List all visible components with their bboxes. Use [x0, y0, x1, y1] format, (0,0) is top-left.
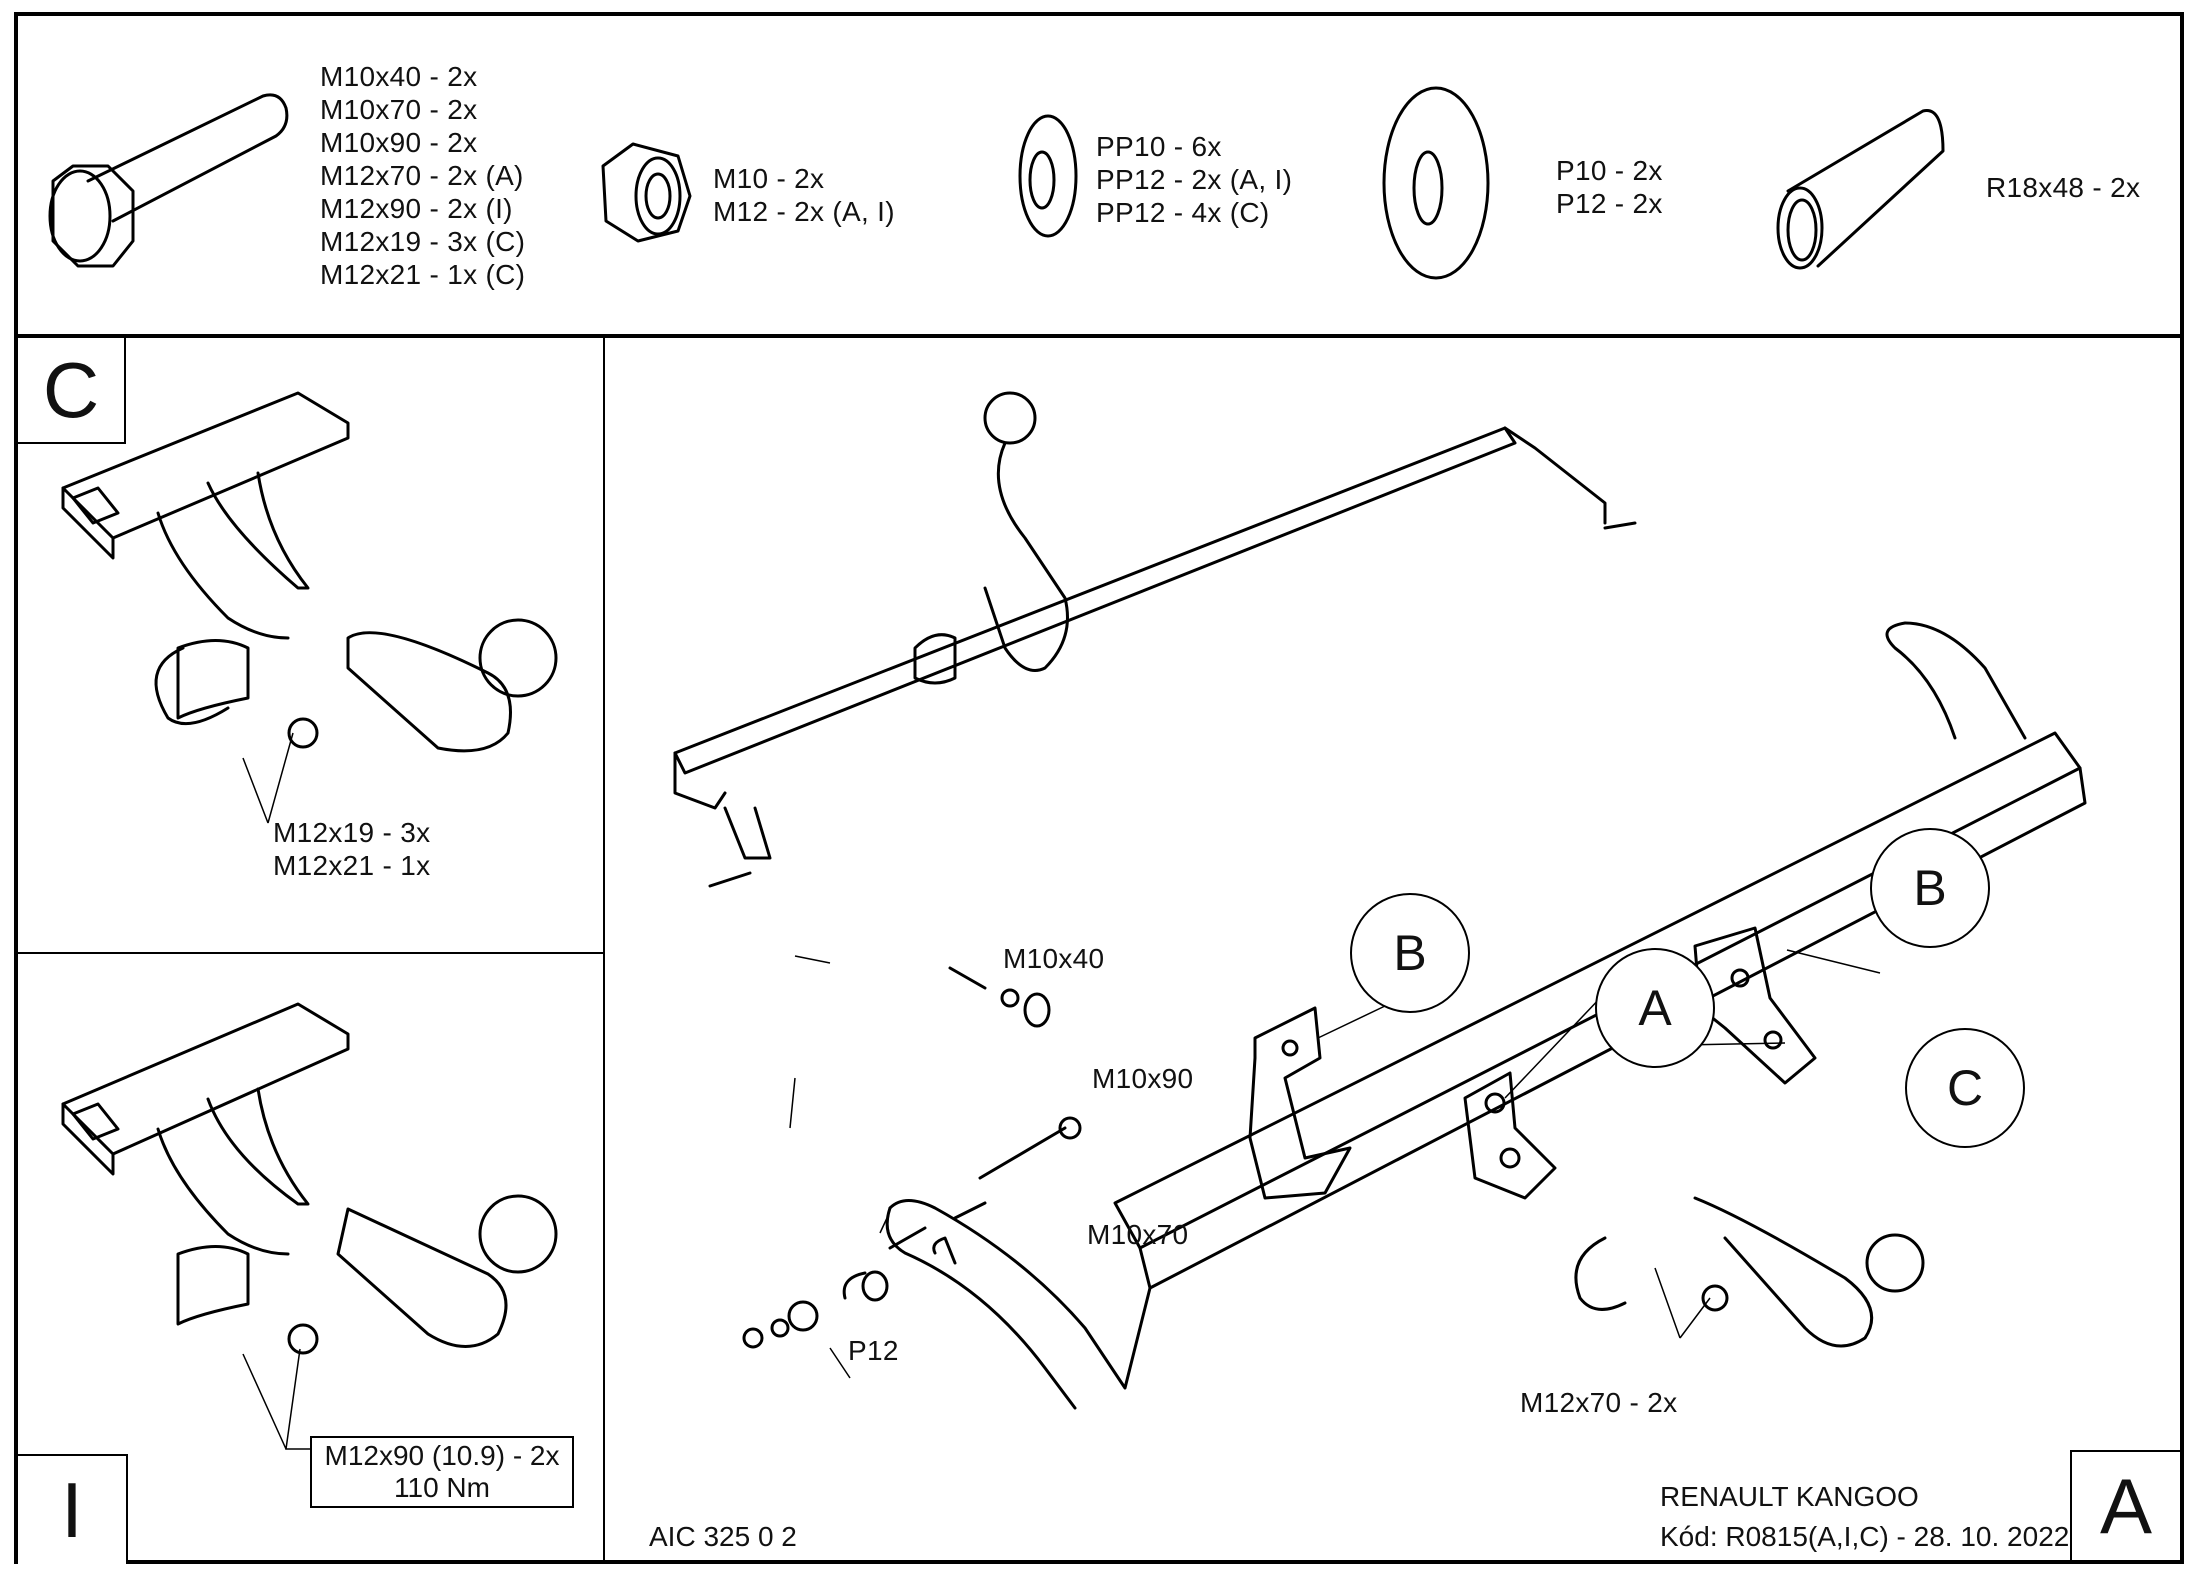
vehicle-name: RENAULT KANGOO — [1660, 1481, 1919, 1512]
washer-spec: PP10 - 6x — [1096, 131, 1222, 162]
bolt-spec: M10x40 - 2x — [320, 61, 478, 92]
panel-c: C M12x19 - 3x M12x21 - 1x — [18, 338, 603, 954]
bolt-spec: M10x70 - 2x — [320, 94, 478, 125]
bolt-spec: M12x19 - 3x (C) — [320, 226, 526, 257]
spacer-spec: R18x48 - 2x — [1986, 172, 2141, 203]
callout-bracket-b-left: B — [1350, 893, 1470, 1013]
washer-spec: PP12 - 4x (C) — [1096, 197, 1270, 228]
label-p12: P12 — [848, 1335, 899, 1366]
parts-list: M10x40 - 2x M10x70 - 2x M10x90 - 2x M12x… — [18, 16, 2180, 338]
drawing-sheet: M10x40 - 2x M10x70 - 2x M10x90 - 2x M12x… — [14, 12, 2184, 1564]
washer-spec: PP12 - 2x (A, I) — [1096, 164, 1293, 195]
callout-crossbar-c: C — [1905, 1028, 2025, 1148]
bolts-list: M10x40 - 2x M10x70 - 2x M10x90 - 2x M12x… — [320, 60, 525, 291]
panel-c-letter: C — [18, 338, 126, 444]
note-line: M12x19 - 3x — [273, 817, 431, 848]
panel-a: B A B C M10x40 M10x90 M10x70 P12 M12x70 … — [605, 338, 2180, 1560]
spacer-tube-icon — [1776, 109, 1945, 270]
bolt-spec: M12x70 - 2x (A) — [320, 160, 524, 191]
large-washer-icon — [1382, 86, 1490, 280]
note-line: M12x90 (10.9) - 2x — [324, 1440, 560, 1471]
parts-illustrations — [48, 86, 1945, 280]
assembly-illustration — [673, 391, 2087, 1410]
bolt-spec: M10x90 - 2x — [320, 127, 478, 158]
nuts-list: M10 - 2x M12 - 2x (A, I) — [713, 162, 895, 228]
document-code: Kód: R0815(A,I,C) - 28. 10. 2022 — [1660, 1521, 2070, 1552]
small-washer-icon — [1018, 114, 1078, 238]
callout-bracket-b-right: B — [1870, 828, 1990, 948]
exploded-hardware — [742, 966, 1082, 1349]
panel-i: M12x90 (10.9) - 2x 110 Nm I — [18, 954, 603, 1564]
washers-list: P10 - 2x P12 - 2x — [1556, 154, 1663, 220]
spring-washers-list: PP10 - 6x PP12 - 2x (A, I) PP12 - 4x (C) — [1096, 130, 1292, 229]
torque-value: 110 Nm — [394, 1472, 490, 1503]
label-m10x90: M10x90 — [1092, 1063, 1194, 1094]
tow-bar-front-view — [885, 621, 2087, 1410]
bracket-b-left — [1248, 1006, 1352, 1200]
callout-bracket-a: A — [1595, 948, 1715, 1068]
variant-c-illustration — [61, 391, 558, 824]
nut-spec: M10 - 2x — [713, 163, 825, 194]
bolt-spec: M12x21 - 1x (C) — [320, 259, 526, 290]
panel-c-bolt-note: M12x19 - 3x M12x21 - 1x — [273, 816, 430, 882]
label-m12x70: M12x70 - 2x — [1520, 1387, 1678, 1418]
hex-bolt-icon — [48, 93, 289, 268]
note-line: M12x21 - 1x — [273, 850, 431, 881]
label-m10x40: M10x40 — [1003, 943, 1105, 974]
variant-i-illustration — [61, 1002, 558, 1450]
panel-i-letter: I — [18, 1454, 128, 1564]
washer-spec: P10 - 2x — [1556, 155, 1663, 186]
bracket-a — [1463, 1071, 1557, 1200]
left-column: C M12x19 - 3x M12x21 - 1x — [18, 338, 605, 1564]
spacer-list: R18x48 - 2x — [1986, 171, 2140, 204]
panel-a-letter: A — [2070, 1450, 2180, 1560]
bolt-spec: M12x90 - 2x (I) — [320, 193, 513, 224]
panel-i-bolt-note: M12x90 (10.9) - 2x 110 Nm — [310, 1436, 574, 1508]
product-code: AIC 325 0 2 — [649, 1521, 797, 1552]
tow-bar-rear-view — [673, 391, 1637, 888]
nut-spec: M12 - 2x (A, I) — [713, 196, 895, 227]
hex-nut-icon — [601, 142, 692, 243]
label-m10x70: M10x70 — [1087, 1219, 1189, 1250]
washer-spec: P12 - 2x — [1556, 188, 1663, 219]
